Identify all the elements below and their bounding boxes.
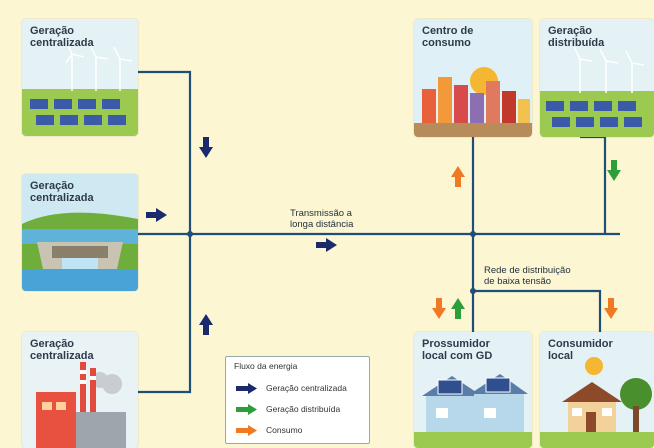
- arrow-up-consumption: [451, 166, 465, 187]
- wind-solar-farm-illustration: [22, 40, 138, 136]
- hydro-dam-illustration: [22, 212, 138, 291]
- centralized-generation-thermal-card: Geração centralizada: [22, 332, 138, 448]
- card-label: Consumidor local: [548, 338, 613, 362]
- green-arrow-icon: [236, 404, 257, 415]
- legend-label: Consumo: [266, 425, 303, 435]
- arrow-down-centralized: [199, 137, 213, 158]
- card-label: Geração distribuída: [548, 25, 605, 49]
- legend: Fluxo da energia Geração centralizada Ge…: [225, 356, 370, 444]
- arrow-right-hydro: [146, 208, 167, 222]
- legend-title: Fluxo da energia: [234, 361, 298, 371]
- arrow-down-distributed: [607, 160, 621, 181]
- arrow-down-prosumer-consumption: [432, 298, 446, 319]
- wind-solar-distributed-illustration: [540, 46, 654, 137]
- arrow-up-prosumer-generation: [451, 298, 465, 319]
- house-illustration: [540, 357, 654, 448]
- legend-item-consumption: Consumo: [236, 425, 302, 438]
- thermal-plant-illustration: [36, 362, 126, 448]
- card-label: Geração centralizada: [30, 338, 94, 362]
- consumption-center-card: Centro de consumo: [414, 19, 532, 137]
- local-consumer-card: Consumidor local: [540, 332, 654, 448]
- arrow-up-thermal: [199, 314, 213, 335]
- card-label: Prossumidor local com GD: [422, 338, 493, 362]
- legend-item-centralized: Geração centralizada: [236, 383, 347, 396]
- prosumer-card: Prossumidor local com GD: [414, 332, 532, 448]
- distribution-label: Rede de distribuição de baixa tensão: [484, 265, 571, 287]
- navy-arrow-icon: [236, 383, 257, 394]
- legend-label: Geração distribuída: [266, 404, 341, 414]
- card-label: Geração centralizada: [30, 180, 94, 204]
- card-label: Geração centralizada: [30, 25, 94, 49]
- orange-arrow-icon: [236, 425, 257, 436]
- legend-label: Geração centralizada: [266, 383, 347, 393]
- distributed-generation-card: Geração distribuída: [540, 19, 654, 137]
- centralized-generation-hydro-card: Geração centralizada: [22, 174, 138, 291]
- house-with-solar-illustration: [414, 374, 532, 448]
- arrow-down-local-consumer: [604, 298, 618, 319]
- card-label: Centro de consumo: [422, 25, 474, 49]
- arrow-right-transmission: [316, 238, 337, 252]
- centralized-generation-wind-solar-card: Geração centralizada: [22, 19, 138, 136]
- transmission-label: Transmissão a longa distância: [290, 208, 354, 230]
- city-illustration: [414, 67, 532, 137]
- legend-item-distributed: Geração distribuída: [236, 404, 340, 417]
